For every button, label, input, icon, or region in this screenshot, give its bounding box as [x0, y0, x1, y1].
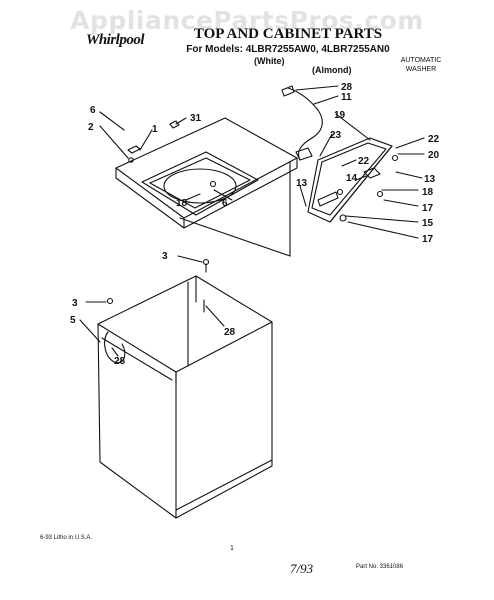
wire-harness [281, 85, 323, 161]
color-almond-label: (Almond) [312, 65, 352, 75]
callout-18: 18 [422, 187, 434, 198]
callout-labels: 28 11 19 23 22 22 20 13 13 14 18 17 15 1… [70, 82, 440, 367]
callout-13: 13 [424, 174, 436, 185]
brand-logo: Whirlpool [86, 32, 145, 48]
control-panel [307, 137, 399, 223]
callout-28: 28 [114, 356, 126, 367]
print-info: 6-93 Litho in U.S.A. [40, 535, 93, 541]
callout-28: 28 [341, 82, 353, 93]
models-line: For Models: 4LBR7255AW0, 4LBR7255AN0 [186, 44, 390, 55]
callout-19: 19 [334, 110, 346, 121]
callout-22: 22 [428, 134, 440, 145]
callout-14: 14 [346, 173, 358, 184]
product-type-label: AUTOMATIC WASHER [400, 57, 442, 73]
callout-31: 31 [190, 113, 202, 124]
callout-28: 28 [224, 327, 236, 338]
callout-6: 6 [90, 105, 96, 116]
cabinet [97, 275, 273, 519]
callout-20: 20 [428, 150, 440, 161]
callout-17: 17 [422, 234, 434, 245]
handwritten-date: 7/93 [290, 561, 314, 576]
callout-18: 18 [176, 198, 188, 209]
callout-3: 3 [162, 251, 168, 262]
color-white-label: (White) [254, 56, 285, 66]
callout-11: 11 [341, 92, 352, 103]
callout-17: 17 [422, 203, 434, 214]
callout-6: 6 [222, 198, 228, 209]
page-title: TOP AND CABINET PARTS [193, 26, 383, 42]
top-panel [115, 117, 298, 229]
callout-2: 2 [88, 122, 94, 133]
part-number: Part No. 3361086 [356, 564, 404, 570]
page-number: 1 [230, 545, 234, 552]
watermark: AppliancePartsPros.com [70, 6, 424, 35]
callout-13: 13 [296, 178, 308, 189]
callout-22: 22 [358, 156, 370, 167]
callout-5: 5 [70, 315, 76, 326]
callout-3: 3 [72, 298, 78, 309]
callout-15: 15 [422, 218, 434, 229]
callout-23: 23 [330, 130, 342, 141]
callout-1: 1 [152, 124, 158, 135]
